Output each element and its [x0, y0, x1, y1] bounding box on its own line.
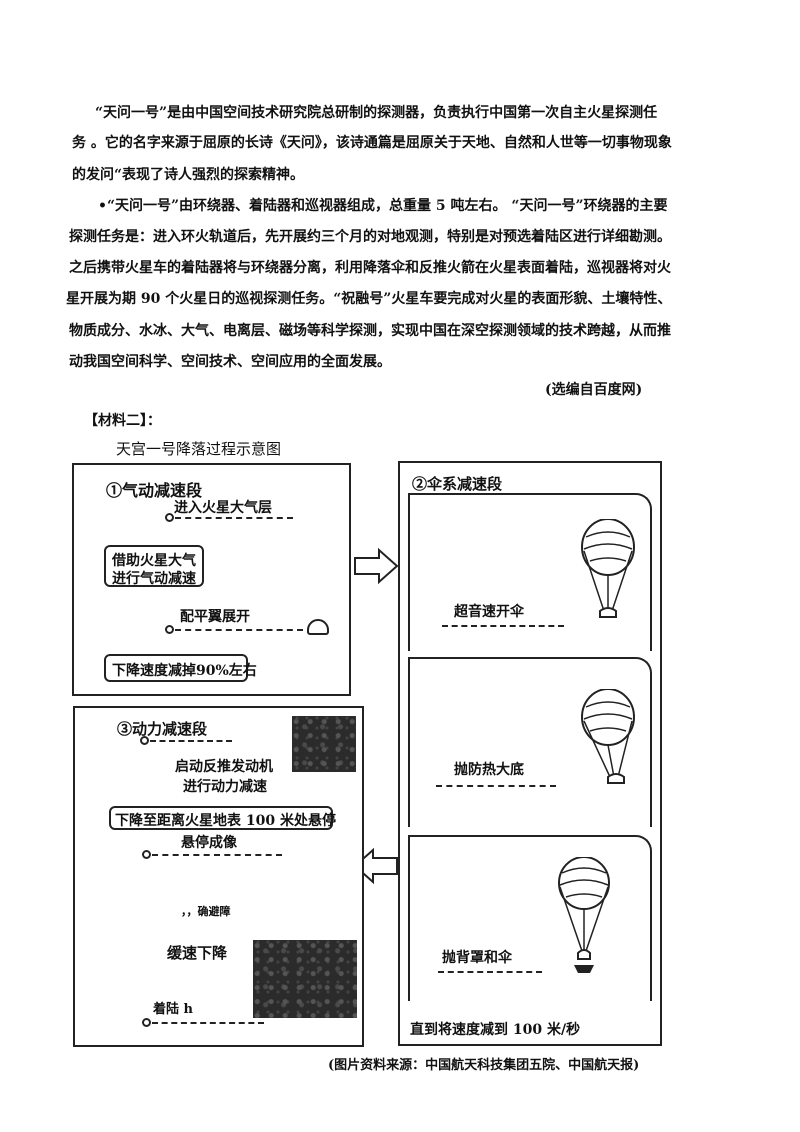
diagram-title: 天宫一号降落过程示意图	[116, 438, 281, 459]
diagram-caption: (图片资料来源：中国航天科技集团五院、中国航天报)	[328, 1054, 639, 1073]
stage3-step-slow-descent: 缓速下降	[167, 942, 227, 963]
article-line-9: 动我国空间科学、空间技术、空间应用的全面发展。	[69, 353, 391, 372]
timeline-dash	[175, 629, 303, 631]
timeline-dash	[175, 517, 293, 519]
timeline-dot	[142, 850, 151, 859]
stage3-hover-box: 下降至距离火星地表 100 米处悬停	[109, 806, 333, 830]
engine-photo	[292, 716, 356, 772]
stage2-panel-1: 超音速开伞	[408, 493, 652, 651]
stage3-step-landing: 着陆 h	[153, 998, 193, 1017]
right-arrow-icon	[353, 548, 399, 584]
stage1-step-enter-atmosphere: 进入火星大气层	[174, 497, 272, 517]
landing-photo	[253, 940, 357, 1018]
stage3-step-hover-imaging: 悬停成像	[181, 832, 237, 852]
aerobrake-line-2: 进行气动减速	[112, 568, 196, 588]
stage2-title: ②伞系减速段	[412, 473, 502, 494]
stage2-box: ②伞系减速段 超音速开伞 抛防热大底 抛背罩和伞 直到将	[398, 461, 662, 1046]
timeline-dash	[150, 740, 232, 742]
timeline-dot	[165, 625, 174, 634]
stage2-panel-2: 抛防热大底	[408, 657, 652, 827]
article-line-3: 的发问“表现了诗人强烈的探索精神。	[72, 166, 304, 185]
stage1-box: ①气动减速段 进入火星大气层 借助火星大气 进行气动减速 配平翼展开 下降速度减…	[72, 463, 351, 696]
article-line-5: 探测任务是：进入环火轨道后，先开展约三个月的对地观测，特别是对预选着陆区进行详细…	[69, 228, 671, 247]
timeline-dash	[442, 625, 564, 627]
article-source: (选编自百度网)	[545, 381, 642, 400]
panel-supersonic-chute: 超音速开伞	[454, 601, 524, 621]
panel-backshell-chute: 抛背罩和伞	[442, 947, 512, 967]
stage3-box: ③动力减速段 启动反推发动机 进行动力减速 下降至距离火星地表 100 米处悬停…	[73, 706, 364, 1047]
stage2-footer: 直到将速度减到 100 米/秒	[410, 1019, 580, 1039]
hover-100m-text: 下降至距离火星地表 100 米处悬停	[115, 810, 336, 830]
stage2-panel-3: 抛背罩和伞	[408, 835, 652, 1001]
stage1-aerobrake-box: 借助火星大气 进行气动减速	[104, 545, 204, 587]
capsule-icon	[307, 619, 329, 635]
timeline-dot	[165, 513, 174, 522]
timeline-dash	[438, 971, 542, 973]
parachute-icon	[578, 689, 638, 809]
parachute-icon	[554, 857, 614, 987]
timeline-dot	[140, 736, 149, 745]
article-line-1: “天问一号”是由中国空间技术研究院总研制的探测器，负责执行中国第一次自主火星探测…	[95, 104, 657, 123]
timeline-dot	[142, 1018, 151, 1027]
article-line-2: 务 。它的名字来源于屈原的长诗《天问》，该诗通篇是屈原关于天地、自然和人世等一切…	[72, 134, 672, 153]
article-line-6: 之后携带火星车的着陆器将与环绕器分离，利用降落伞和反推火箭在火星表面着陆，巡视器…	[69, 259, 671, 278]
speed-reduction-text: 下降速度减掉90%左右	[112, 660, 257, 680]
article-line-8: 物质成分、水冰、大气、电离层、磁场等科学探测，实现中国在深空探测领域的技术跨越，…	[69, 322, 671, 341]
stage1-speed-box: 下降速度减掉90%左右	[104, 654, 248, 682]
material-label: 【材料二】：	[84, 412, 161, 431]
article-line-4: •“天问一号”由环绕器、着陆器和巡视器组成，总重量 5 吨左右。 “天问一号”环…	[98, 197, 668, 216]
panel-heat-shield: 抛防热大底	[454, 759, 524, 779]
timeline-dash	[152, 1022, 264, 1024]
aerobrake-line-1: 借助火星大气	[112, 550, 196, 570]
stage3-step-obstacle: ，，确避障	[181, 903, 231, 919]
stage3-step-ignite-line-2: 进行动力减速	[183, 776, 267, 796]
stage3-title: ③动力减速段	[117, 718, 207, 739]
stage3-step-ignite-line-1: 启动反推发动机	[175, 756, 273, 776]
parachute-icon	[578, 519, 638, 639]
stage1-step-trim-wing: 配平翼展开	[180, 606, 250, 626]
article-line-7: 星开展为期 90 个火星日的巡视探测任务。“祝融号”火星车要完成对火星的表面形貌…	[66, 290, 671, 309]
timeline-dash	[152, 854, 282, 856]
timeline-dash	[436, 785, 556, 787]
